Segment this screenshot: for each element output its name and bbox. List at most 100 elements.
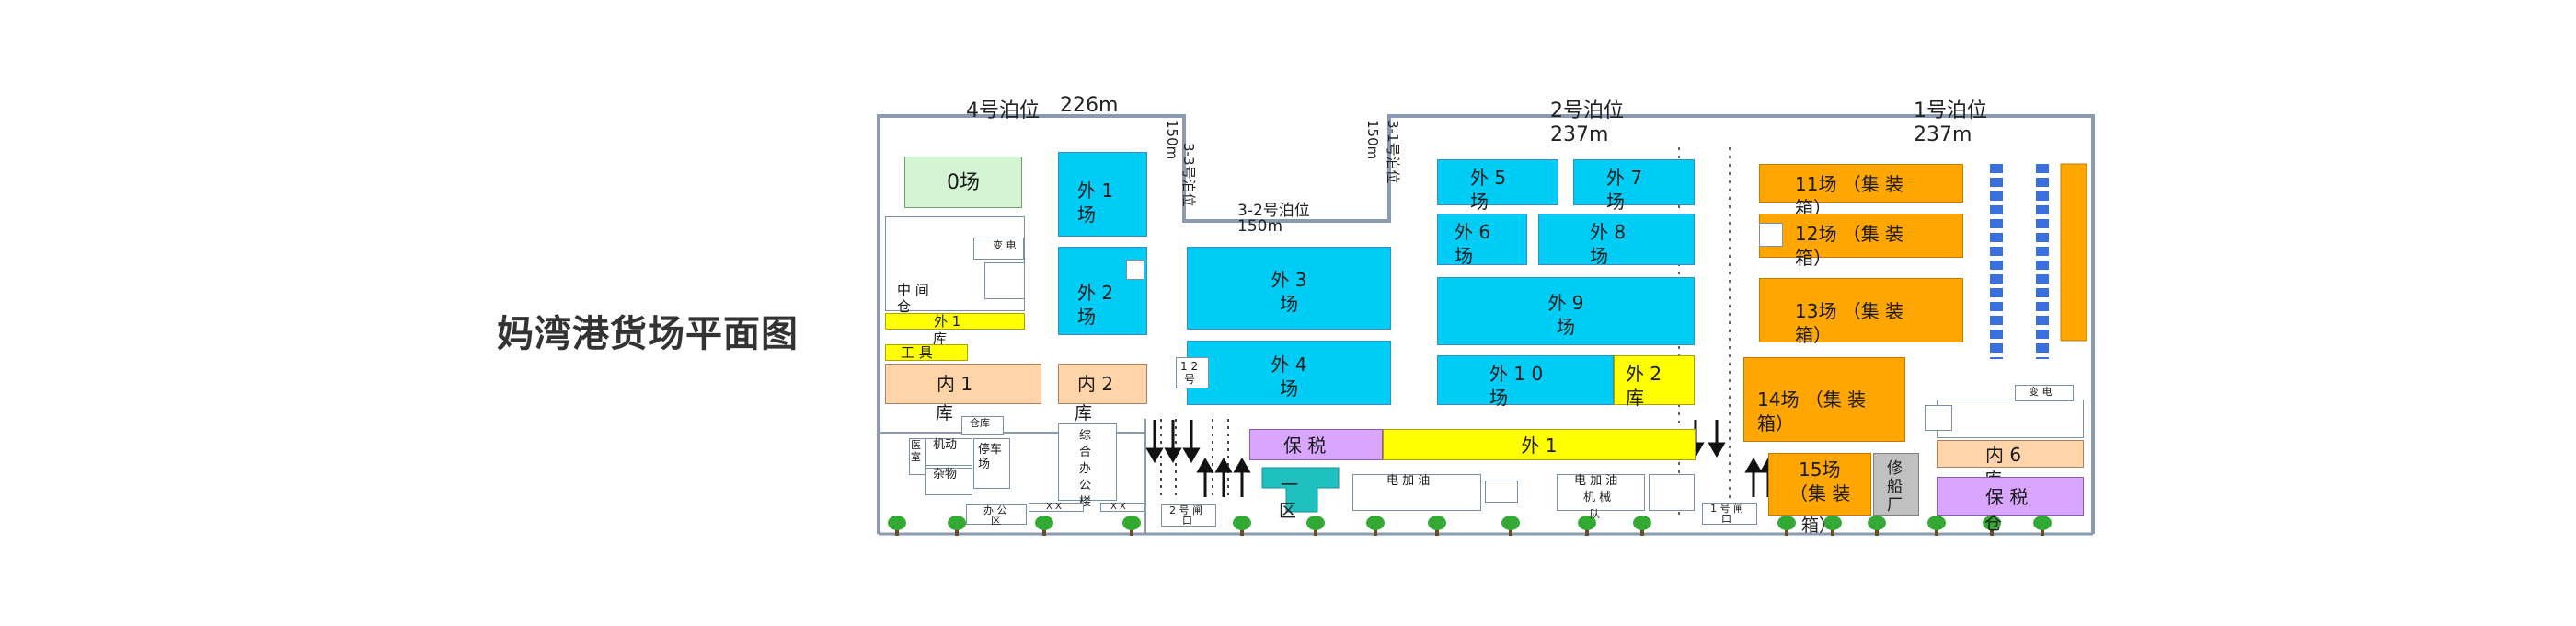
tree-icon xyxy=(1428,516,1446,536)
wai1-ku-label: 外 1 xyxy=(934,313,961,330)
zone-tank-yard[interactable] xyxy=(1937,400,2084,438)
zone-yishi[interactable]: 医室 xyxy=(909,438,926,475)
zone-wai5[interactable]: 外 5 场 xyxy=(1437,159,1558,213)
biandian-label: 变 电 xyxy=(993,239,1017,251)
zone-tingchechang[interactable]: 停车场 xyxy=(973,438,1010,489)
zone-small-right[interactable] xyxy=(1649,474,1695,511)
zone-wai1-ku[interactable]: 外 1 xyxy=(885,313,1025,330)
zone-dianjiayou-2[interactable]: 电 加 油 机 械 xyxy=(1557,474,1645,511)
berth32-length: 150m xyxy=(1237,217,1283,236)
zone-11[interactable]: 11场 （集 装 箱） xyxy=(1759,164,1963,219)
wai6-label-a: 外 6 xyxy=(1455,221,1491,243)
zone-no12[interactable]: 1 2 号 xyxy=(1176,357,1209,388)
gongju-label: 工 具 xyxy=(901,344,933,361)
no12-label: 1 2 xyxy=(1180,360,1199,373)
zone-cangku-small[interactable]: 仓库 xyxy=(961,416,1004,435)
zone-wai9[interactable]: 外 9 场 xyxy=(1437,277,1695,345)
zone-wai6[interactable]: 外 6 场 xyxy=(1437,214,1527,267)
zone-wai3[interactable]: 外 3 场 xyxy=(1187,247,1391,330)
gate-2[interactable]: 2 号 闸 口 xyxy=(1161,504,1216,527)
zone-xx2[interactable]: X X xyxy=(1100,503,1144,512)
zone-baoshui-cang[interactable]: 保 税 xyxy=(1937,477,2084,516)
wai2-label-b: 场 xyxy=(1077,306,1096,328)
zone-dianjiayou-box[interactable] xyxy=(1485,481,1518,503)
zone-kuadian[interactable]: 变 电 xyxy=(2015,385,2074,401)
yishi-label: 医室 xyxy=(911,439,921,463)
zone-wai1-long[interactable]: 外 1 xyxy=(1383,429,1696,460)
baoshui-cang-sub: 仓 xyxy=(1984,514,2003,534)
zone-wai2-ku[interactable]: 外 2 库 xyxy=(1614,355,1695,409)
zone-13[interactable]: 13场 （集 装 箱） xyxy=(1759,278,1963,346)
zone-0[interactable]: 0场 xyxy=(904,156,1022,208)
no12-sub: 号 xyxy=(1184,373,1196,386)
zone-xx1[interactable]: X X xyxy=(1029,503,1084,512)
wai8-label-b: 场 xyxy=(1590,245,1608,267)
bangong-label: 办 公 xyxy=(983,504,1007,516)
berth33-len-text: 150m xyxy=(1164,120,1180,160)
berth33-text: 3-3号泊位 xyxy=(1180,143,1197,207)
zone-nei1-ku[interactable]: 内 1 xyxy=(885,364,1041,404)
jixie-sub: 队 xyxy=(1590,508,1600,520)
wai1-label-b: 场 xyxy=(1077,203,1096,226)
zone-15[interactable]: 15场 （集 装 xyxy=(1768,453,1871,516)
zone-14[interactable]: 14场 （集 装 箱） xyxy=(1743,357,1905,442)
zone-small-box[interactable] xyxy=(1126,260,1144,280)
zone-tank-yard-box[interactable] xyxy=(1925,405,1952,431)
zone-bangong-qu[interactable]: 办 公 区 xyxy=(966,504,1027,526)
zone-nei6-ku[interactable]: 内 6 xyxy=(1937,440,2084,468)
dianjiayou1-label: 电 加 油 xyxy=(1386,474,1431,488)
z15-sub: 箱） xyxy=(1801,516,1837,536)
zonghe-label: 综合办公楼 xyxy=(1079,429,1092,509)
zone-yiqu-shape xyxy=(1261,467,1340,513)
gate2-sub: 口 xyxy=(1182,515,1192,527)
wai2-label-a: 外 2 xyxy=(1077,282,1114,304)
tree-icon xyxy=(1306,516,1325,536)
zone-12[interactable]: 12场 （集 装 箱） xyxy=(1759,214,1963,269)
z14-label-a: 14场 （集 装 xyxy=(1757,388,1867,411)
tree-icon xyxy=(1122,516,1141,536)
wharf-boundary xyxy=(877,114,2095,534)
zone-zonghe-bangong[interactable]: 综合办公楼 xyxy=(1058,423,1117,509)
zone-0-label: 0场 xyxy=(947,171,980,194)
zone-wai1[interactable]: 外 1 场 xyxy=(1058,152,1147,237)
zone-biandian[interactable]: 变 电 xyxy=(973,238,1024,260)
zhongjian-label-b: 仓 xyxy=(897,298,912,315)
wai10-label-b: 场 xyxy=(1489,387,1508,409)
tree-icon xyxy=(1501,516,1520,536)
gate1-label: 1 号 闸 xyxy=(1710,503,1743,515)
zhongjian-label-a: 中 间 xyxy=(897,282,929,298)
zone-xiuchuan[interactable]: 修船厂 xyxy=(1873,453,1919,516)
zone-biandian-b[interactable] xyxy=(984,262,1025,299)
zone-nei2-ku[interactable]: 内 2 xyxy=(1058,364,1147,404)
tree-icon xyxy=(1578,516,1596,536)
wai4-label-b: 场 xyxy=(1280,377,1298,400)
zone-wai10[interactable]: 外 1 0 场 xyxy=(1437,355,1614,409)
baoshui-cang-label: 保 税 xyxy=(1985,486,2029,508)
zone-dianjiayou-1[interactable]: 电 加 油 xyxy=(1352,474,1481,511)
wai4-label-a: 外 4 xyxy=(1271,354,1307,376)
zone-wai4[interactable]: 外 4 场 xyxy=(1187,341,1391,405)
zone-baoshui-ku[interactable]: 保 税 xyxy=(1249,429,1383,460)
zone-wai8[interactable]: 外 8 场 xyxy=(1538,214,1695,267)
zone-wai7[interactable]: 外 7 场 xyxy=(1573,159,1695,213)
xiuchuan-label: 修船厂 xyxy=(1887,459,1903,515)
tree-icon xyxy=(1868,516,1886,536)
wai2-ku-label: 外 2 xyxy=(1626,363,1662,385)
tree-icon xyxy=(1983,516,2001,536)
yiqu-label-b: 区 xyxy=(1279,501,1297,521)
z13-label-a: 13场 （集 装 xyxy=(1795,300,1904,322)
zone-zawu[interactable]: 杂物 xyxy=(925,468,972,495)
cangku-small-label: 仓库 xyxy=(970,417,990,429)
gate-1[interactable]: 1 号 闸 口 xyxy=(1702,503,1757,525)
zone-gongju-ku[interactable]: 工 具 xyxy=(885,344,968,361)
tree-icon xyxy=(1777,516,1796,536)
z11-label-a: 11场 （集 装 xyxy=(1795,173,1904,195)
zone-12-box[interactable] xyxy=(1759,223,1783,247)
z15-label-b: （集 装 xyxy=(1789,482,1851,504)
tree-icon xyxy=(1927,516,1946,536)
zone-jidong[interactable]: 机动 xyxy=(925,438,972,466)
tree-icon xyxy=(888,516,906,536)
tree-icon xyxy=(1823,516,1842,536)
berth31-len-text: 150m xyxy=(1364,120,1381,160)
